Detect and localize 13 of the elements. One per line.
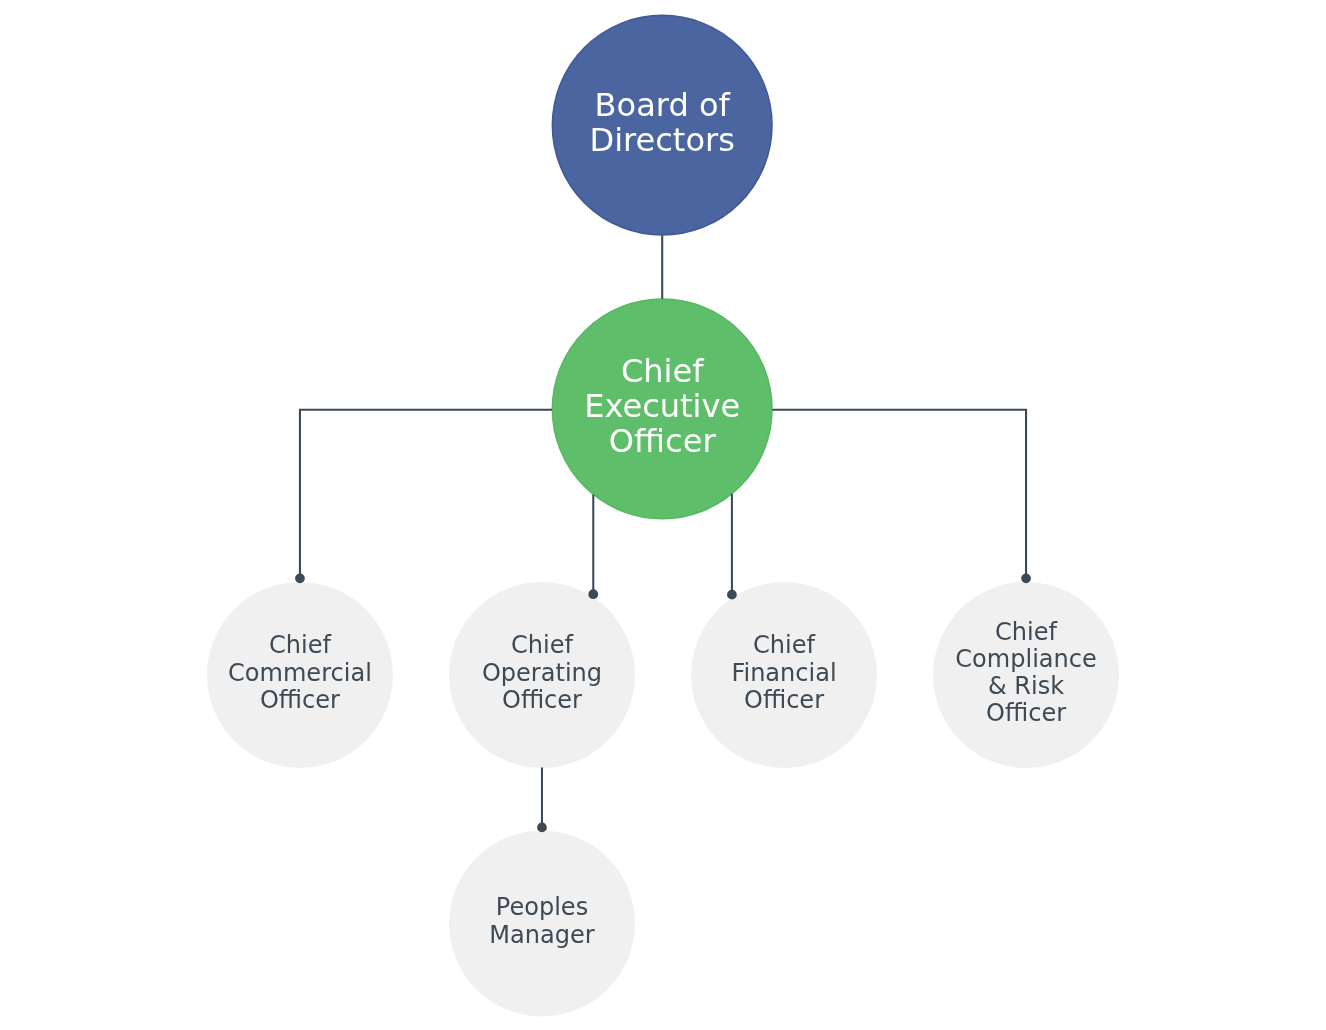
node-circle: Peoples Manager [449, 829, 635, 1016]
node-circle: Chief Executive Officer [551, 297, 773, 519]
node-circle: Chief Financial Officer [691, 581, 877, 768]
connector [772, 408, 1031, 583]
connector [727, 493, 737, 600]
connector [295, 408, 553, 583]
node-circle: Chief Commercial Officer [207, 581, 393, 768]
node-circle: Board of Directors [551, 14, 773, 236]
connector [537, 767, 547, 832]
node-circle: Chief Operating Officer [449, 581, 635, 768]
node-circle: Chief Compliance & Risk Officer [933, 581, 1119, 768]
connector [661, 234, 664, 299]
connector [588, 494, 599, 599]
